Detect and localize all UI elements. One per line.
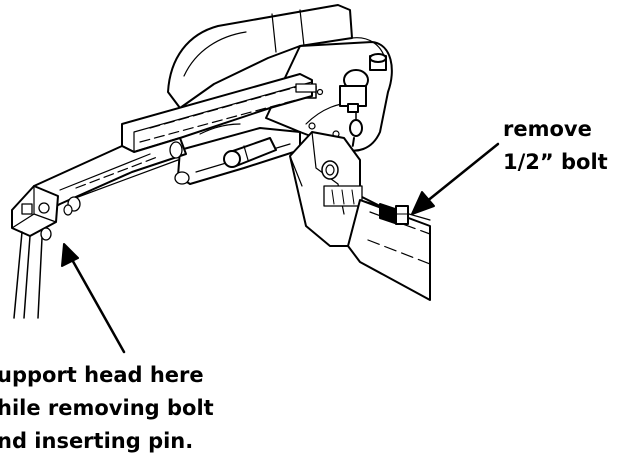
support-head-arrow xyxy=(61,243,126,354)
remove-bolt-arrow xyxy=(411,142,500,215)
motor-housing xyxy=(167,4,353,109)
top-bolt xyxy=(369,53,387,71)
support-head-label-line-1: upport head here xyxy=(0,363,204,387)
remove-bolt-label: remove 1/2” bolt xyxy=(503,113,608,179)
boom-head xyxy=(11,185,59,241)
pin xyxy=(349,111,363,137)
hanging-strap xyxy=(13,231,43,319)
support-head-label-line-3: nd inserting pin. xyxy=(0,429,194,453)
remove-bolt-label-line-2: 1/2” bolt xyxy=(503,150,608,174)
lift-cylinder xyxy=(223,137,277,168)
remove-bolt-label-line-1: remove xyxy=(503,117,592,141)
support-head-label: upport head here hile removing bolt nd i… xyxy=(0,359,214,458)
bolt-to-remove xyxy=(379,203,409,225)
support-head-label-line-2: hile removing bolt xyxy=(0,396,214,420)
